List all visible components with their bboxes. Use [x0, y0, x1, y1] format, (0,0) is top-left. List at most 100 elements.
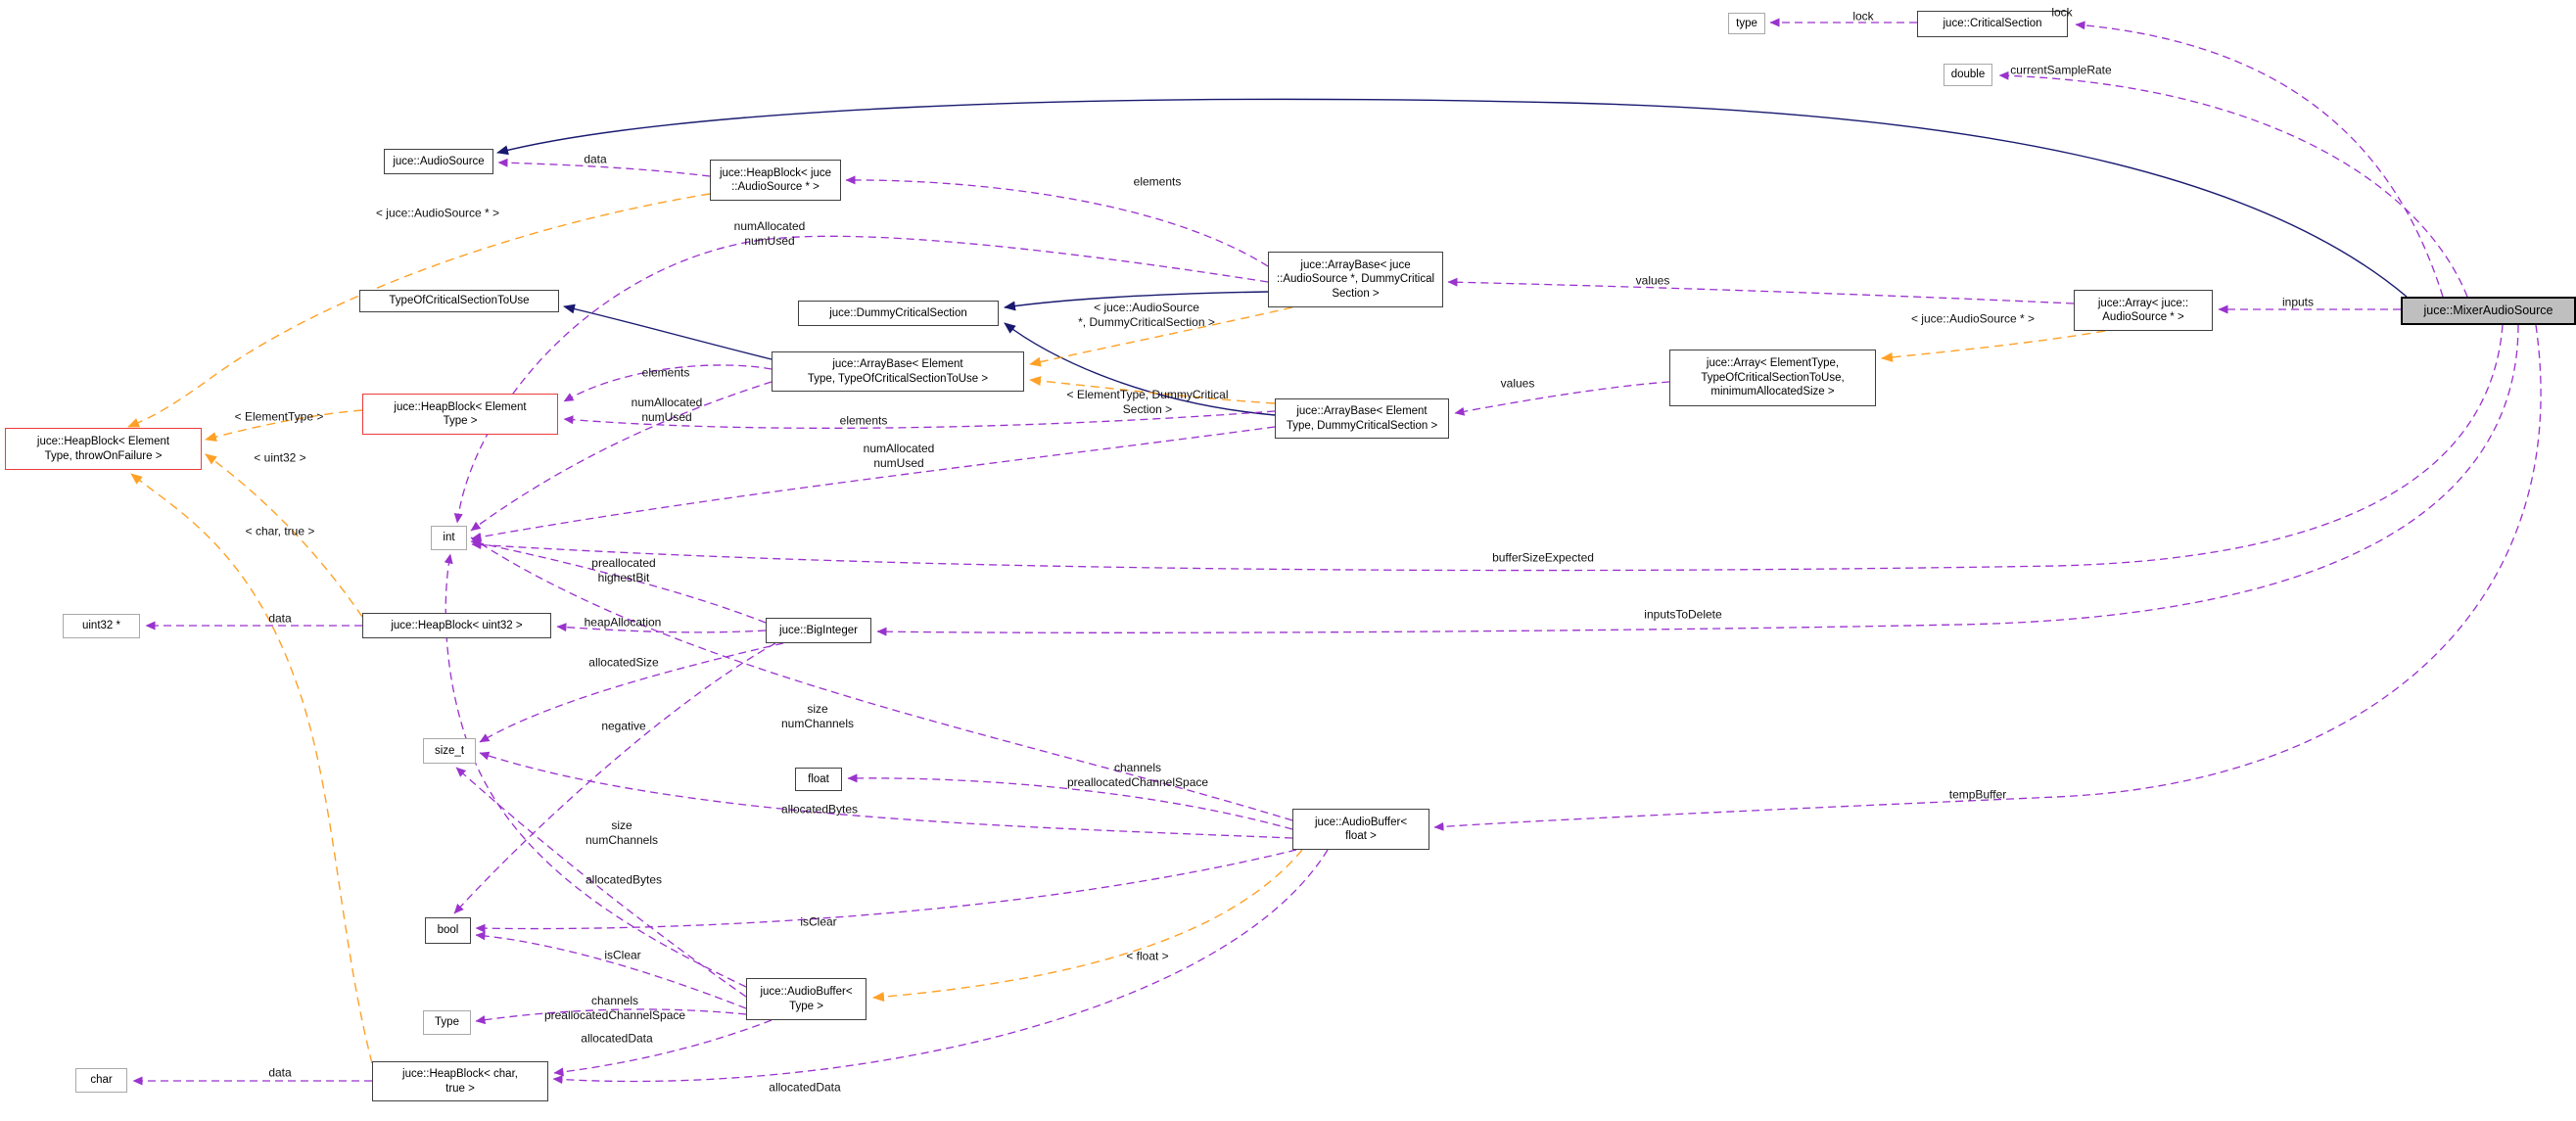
edge-isclear-type — [475, 931, 747, 1009]
tmpl-heapblock-uint32 — [205, 453, 363, 618]
tmpl-array-as — [1881, 330, 2106, 362]
edge-label-allocated-bytes-t: allocatedBytes — [585, 872, 663, 887]
node-heapblock-et-tof[interactable]: juce::HeapBlock< Element Type, throwOnFa… — [5, 428, 202, 470]
node-mixer-audio-source[interactable]: juce::MixerAudioSource — [2401, 297, 2576, 325]
edge-label-tmpl-et-dcs: < ElementType, DummyCritical Section > — [1066, 388, 1229, 416]
edge-negative — [453, 642, 776, 914]
node-arraybase-et-tocstu[interactable]: juce::ArrayBase< Element Type, TypeOfCri… — [772, 351, 1024, 392]
edge-label-buffer-size-expected: bufferSizeExpected — [1492, 550, 1594, 565]
node-type-param[interactable]: Type — [423, 1010, 471, 1035]
edge-label-elements-mid2: elements — [839, 413, 888, 428]
edge-label-tmpl-as-left: < juce::AudioSource * > — [375, 206, 500, 220]
edge-label-numallocated-mid: numAllocated numUsed — [631, 396, 703, 424]
tmpl-heapblock-as — [127, 193, 711, 428]
edge-label-size-numch-float: size numChannels — [780, 702, 855, 730]
node-char[interactable]: char — [75, 1068, 127, 1093]
edge-label-tmpl-as-dcs: < juce::AudioSource *, DummyCriticalSect… — [1078, 301, 1215, 329]
edge-values-array-et — [1454, 381, 1670, 416]
edge-label-isclear-left: isClear — [604, 948, 641, 962]
edge-label-preallocated: preallocated highestBit — [591, 556, 656, 584]
edge-allocateddata-type — [553, 1019, 773, 1077]
node-arraybase-et-dcs[interactable]: juce::ArrayBase< Element Type, DummyCrit… — [1275, 398, 1449, 439]
node-type-of-cs[interactable]: TypeOfCriticalSectionToUse — [359, 290, 559, 312]
node-critical-section[interactable]: juce::CriticalSection — [1917, 11, 2068, 37]
edge-label-values-mid: values — [1500, 376, 1535, 391]
edge-allocatedbytes-float — [479, 751, 1293, 839]
edge-label-tmpl-uint32: < uint32 > — [254, 450, 306, 465]
edge-label-isclear-right: isClear — [800, 914, 837, 929]
edge-elements-arraybase-et — [563, 364, 773, 402]
edge-numallocated-arraybase-dcs — [471, 426, 1276, 541]
edge-numallocated-arraybase-et — [470, 381, 773, 532]
edge-values-array-as — [1447, 277, 2075, 304]
edge-channels-type — [475, 1008, 747, 1025]
edge-allocatedbytes-type — [455, 767, 747, 998]
tmpl-heapblock-chartrue — [130, 473, 373, 1064]
node-heapblock-char-true[interactable]: juce::HeapBlock< char, true > — [372, 1061, 548, 1101]
edge-label-tmpl-char-true: < char, true > — [245, 524, 315, 538]
edge-label-allocated-data-r: allocatedData — [769, 1080, 841, 1095]
node-type[interactable]: type — [1728, 13, 1765, 34]
edge-isclear-float — [475, 849, 1297, 933]
edge-label-tmpl-elementtype: < ElementType > — [234, 409, 324, 424]
edge-allocatedsize — [479, 642, 784, 743]
edge-label-channels-type: channels preallocatedChannelSpace — [543, 994, 686, 1022]
edge-label-data-mid: data — [268, 611, 292, 626]
edge-label-allocated-data-l: allocatedData — [581, 1031, 653, 1046]
node-audiobuffer-float[interactable]: juce::AudioBuffer< float > — [1292, 809, 1429, 850]
node-big-integer[interactable]: juce::BigInteger — [766, 618, 871, 643]
edge-data-audiosource — [497, 158, 711, 177]
edge-label-inputs-to-delete: inputsToDelete — [1644, 607, 1722, 622]
node-heapblock-et[interactable]: juce::HeapBlock< Element Type > — [362, 394, 558, 435]
edge-label-negative: negative — [601, 719, 646, 733]
edge-label-elements-top: elements — [1133, 174, 1182, 189]
edge-preallocated-highestbit — [470, 538, 767, 624]
node-uint32-ptr[interactable]: uint32 * — [63, 614, 140, 638]
edge-label-temp-buffer: tempBuffer — [1948, 787, 2007, 802]
edge-label-lock-left: lock — [1852, 9, 1874, 23]
edge-label-inputs: inputs — [2281, 295, 2315, 309]
node-heapblock-as[interactable]: juce::HeapBlock< juce ::AudioSource * > — [710, 160, 841, 201]
tmpl-heapblock-elementtype — [205, 409, 363, 442]
edge-label-numallocated-mid2: numAllocated numUsed — [863, 442, 935, 470]
edge-size-numchannels-float — [470, 537, 1293, 821]
inherit-arraybase-tocstu — [563, 304, 773, 360]
edge-buffersizeexpected — [471, 324, 2504, 572]
edge-label-elements-mid: elements — [641, 365, 690, 380]
edge-numallocated-arraybase-as — [453, 235, 1269, 524]
node-dummy-critical[interactable]: juce::DummyCriticalSection — [798, 301, 999, 326]
tmpl-arraybase-et — [1029, 376, 1276, 404]
edge-label-values-top: values — [1635, 273, 1670, 288]
node-arraybase-as-dcs[interactable]: juce::ArrayBase< juce ::AudioSource *, D… — [1268, 252, 1443, 307]
node-array-et[interactable]: juce::Array< ElementType, TypeOfCritical… — [1669, 350, 1876, 406]
tmpl-audiobuffer-float — [872, 849, 1303, 1003]
node-bool[interactable]: bool — [425, 917, 471, 944]
edge-heapallocation — [556, 623, 767, 633]
node-double[interactable]: double — [1944, 64, 1992, 86]
edge-elements-heapblock-as — [845, 175, 1269, 267]
edge-label-tmpl-as-right: < juce::AudioSource * > — [1910, 311, 2036, 326]
edge-label-current-sample-rate: currentSampleRate — [2010, 63, 2112, 77]
edge-label-heap-allocation: heapAllocation — [584, 615, 662, 630]
edge-label-size-numch-type: size numChannels — [585, 818, 659, 847]
edge-label-lock-right: lock — [2051, 5, 2073, 20]
edge-label-allocated-size: allocatedSize — [588, 655, 659, 670]
node-int[interactable]: int — [431, 526, 467, 550]
node-audio-source[interactable]: juce::AudioSource — [384, 149, 493, 174]
node-array-as[interactable]: juce::Array< juce:: AudioSource * > — [2074, 290, 2213, 331]
edge-label-data-bottom: data — [268, 1065, 292, 1080]
node-size-t[interactable]: size_t — [423, 738, 476, 764]
inherit-mixer-audiosource — [496, 98, 2408, 298]
edge-label-allocated-bytes-f: allocatedBytes — [780, 802, 859, 817]
inherit-arraybase-as-dcs — [1004, 291, 1269, 311]
edge-label-data-top: data — [584, 152, 607, 166]
edge-allocateddata-float — [552, 849, 1329, 1085]
node-float[interactable]: float — [795, 768, 842, 791]
node-heapblock-uint32[interactable]: juce::HeapBlock< uint32 > — [362, 613, 551, 638]
edge-size-numchannels-type — [444, 553, 747, 988]
node-audiobuffer-type[interactable]: juce::AudioBuffer< Type > — [746, 978, 866, 1020]
edge-tempbuffer — [1433, 324, 2542, 831]
edge-label-numallocated-top: numAllocated numUsed — [733, 219, 806, 248]
